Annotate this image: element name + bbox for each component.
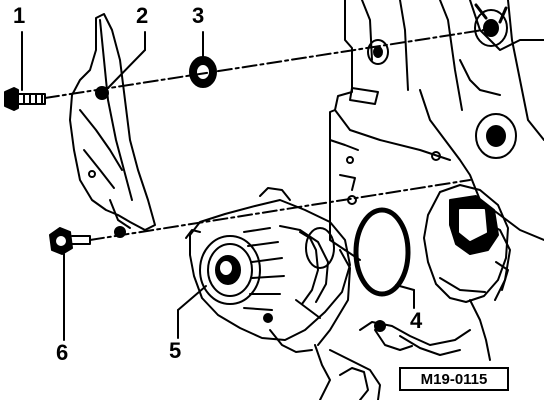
callout-6: 6	[56, 340, 69, 365]
alignment-axes	[44, 27, 497, 241]
callout-4: 4	[410, 308, 423, 333]
pump-housing-cover	[423, 184, 509, 303]
figure-reference-box: M19-0115	[399, 367, 509, 391]
callout-3: 3	[192, 3, 205, 28]
figure-reference-code: M19-0115	[420, 370, 488, 388]
lower-pipe-assembly	[314, 299, 491, 400]
o-ring-part-4	[353, 207, 411, 297]
callout-5: 5	[169, 338, 182, 363]
leader-lines	[21, 31, 415, 341]
belt-guard-part-2	[69, 13, 156, 231]
engine-block	[329, 0, 544, 301]
callout-1: 1	[13, 3, 26, 28]
bolt-part-6	[49, 226, 126, 255]
coolant-pump-part-5	[185, 187, 351, 353]
washer-part-3	[189, 56, 217, 88]
bolt-part-1	[4, 87, 46, 111]
callout-2: 2	[136, 3, 149, 28]
